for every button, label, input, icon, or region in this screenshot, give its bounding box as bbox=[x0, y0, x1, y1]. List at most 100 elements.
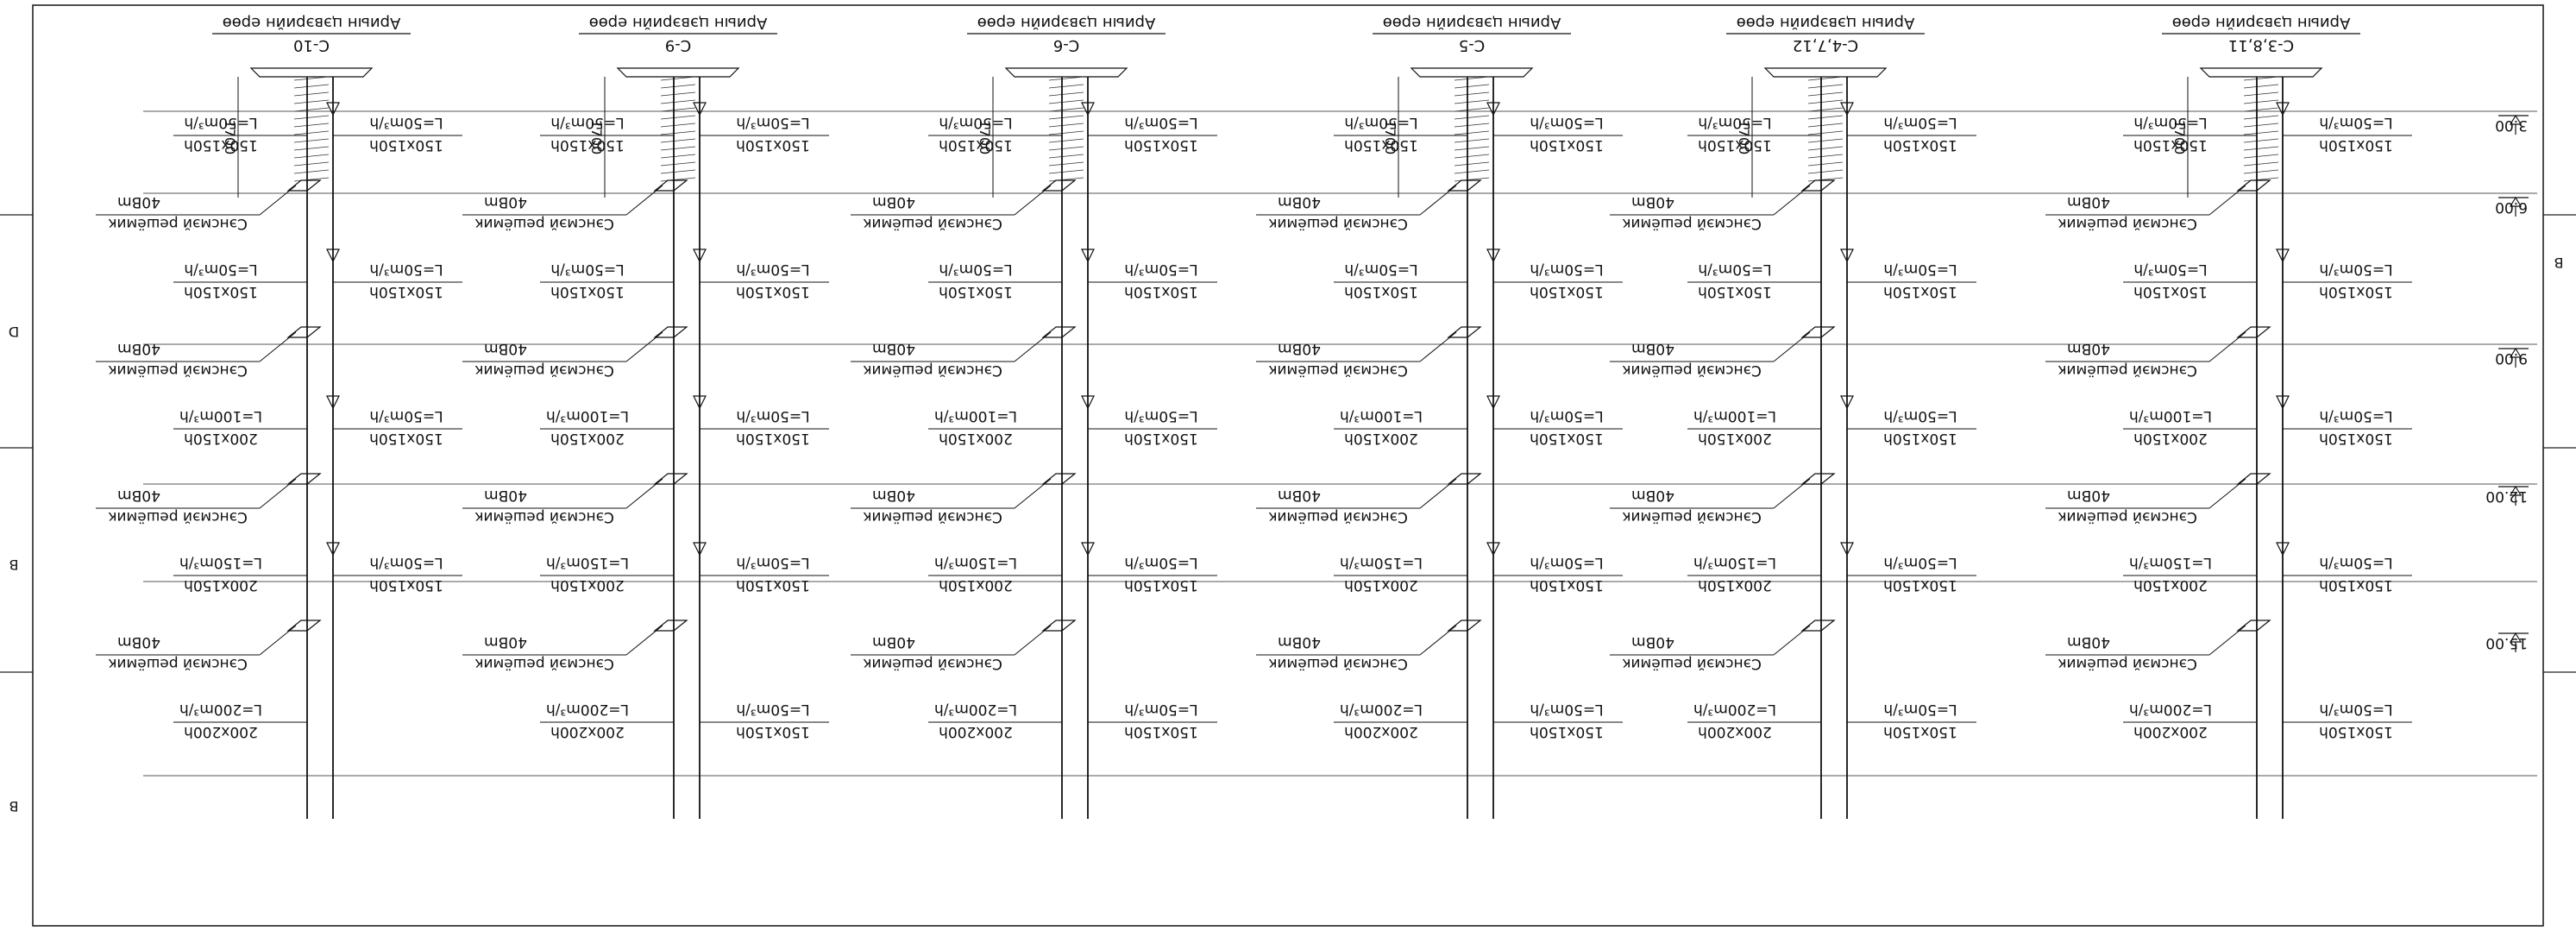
grille-icon bbox=[1041, 326, 1077, 338]
lateral-size: 150x150h bbox=[736, 283, 810, 300]
lateral-flow: L=50m³/h bbox=[1883, 407, 1957, 425]
grille-label: Сэнсмэй решёмик bbox=[1622, 215, 1762, 232]
hatch bbox=[1454, 138, 1490, 143]
valve-icon bbox=[1081, 102, 1095, 116]
valve-icon bbox=[693, 248, 707, 263]
grille-label: Сэнсмэй решёмик bbox=[108, 215, 248, 232]
hatch bbox=[1454, 123, 1490, 128]
level-mark: 3.00 bbox=[2495, 114, 2529, 135]
valve-icon bbox=[1840, 102, 1854, 116]
riser-base bbox=[616, 67, 740, 78]
valve-icon bbox=[1486, 395, 1500, 410]
main-duct-size: 150x150h bbox=[550, 136, 625, 154]
floor-group: 200x150hL=100m³/h150x150hL=50m³/hСэнсмэй… bbox=[96, 395, 462, 525]
hatch bbox=[1048, 169, 1084, 174]
main-duct-flow: L=100m³/h bbox=[934, 407, 1017, 425]
hatch bbox=[660, 138, 696, 143]
grille-size: 40Bm bbox=[1631, 193, 1674, 211]
grille-leader bbox=[259, 185, 297, 216]
hatch bbox=[1454, 161, 1490, 167]
lateral-flow: L=50m³/h bbox=[736, 701, 809, 718]
hatch bbox=[293, 76, 330, 81]
hatch bbox=[1807, 76, 1844, 81]
lateral-size: 150x150h bbox=[1883, 576, 1957, 594]
hatch bbox=[2243, 154, 2279, 159]
hatch bbox=[1807, 130, 1844, 135]
lateral-size: 150x150h bbox=[1883, 136, 1957, 154]
hatch bbox=[1454, 130, 1490, 135]
grille-label: Сэнсмэй решёмик bbox=[108, 508, 248, 525]
grille-leader bbox=[625, 185, 663, 216]
hatch bbox=[1807, 99, 1844, 104]
main-duct-flow: L=50m³/h bbox=[1698, 114, 1771, 131]
hatch bbox=[293, 161, 330, 167]
hatch bbox=[1048, 138, 1084, 143]
hatch bbox=[293, 138, 330, 143]
grille-leader bbox=[1014, 478, 1052, 509]
hatch bbox=[1048, 107, 1084, 112]
main-duct-size: 150x150h bbox=[1698, 283, 1772, 300]
main-duct-flow: L=100m³/h bbox=[1340, 407, 1423, 425]
grille-label: Сэнсмэй решёмик bbox=[863, 215, 1002, 232]
lateral-size: 150x150h bbox=[369, 136, 443, 154]
lateral-flow: L=50m³/h bbox=[736, 114, 809, 131]
lateral-flow: L=50m³/h bbox=[1530, 554, 1603, 571]
main-duct-flow: L=50m³/h bbox=[184, 114, 257, 131]
riser-code: С-5 bbox=[1459, 36, 1486, 54]
lateral-size: 150x150h bbox=[1883, 723, 1957, 740]
lateral-size: 150x150h bbox=[1530, 283, 1604, 300]
grille-icon bbox=[653, 326, 688, 338]
grille-size: 40Bm bbox=[1278, 193, 1321, 211]
grille-label: Сэнсмэй решёмик bbox=[474, 362, 614, 379]
hatch bbox=[2243, 123, 2279, 128]
grille-leader bbox=[1773, 625, 1811, 656]
main-duct-size: 150x150h bbox=[2133, 283, 2208, 300]
frame-border bbox=[32, 4, 2544, 927]
lateral-flow: L=50m³/h bbox=[736, 261, 809, 278]
hatch bbox=[660, 84, 696, 89]
border-mark: D bbox=[9, 324, 19, 340]
grille-label: Сэнсмэй решёмик bbox=[1268, 508, 1408, 525]
main-duct-size: 200x150h bbox=[2133, 430, 2208, 447]
grille-icon bbox=[653, 179, 688, 192]
grille-size: 40Bm bbox=[2067, 487, 2110, 504]
valve-icon bbox=[2276, 102, 2290, 116]
hatch bbox=[1454, 115, 1490, 120]
valve-icon bbox=[1081, 395, 1095, 410]
main-duct-flow: L=100m³/h bbox=[1693, 407, 1776, 425]
floor-group: 150x150hL=50m³/h150x150hL=50m³/hСэнсмэй … bbox=[462, 248, 829, 379]
lateral-flow: L=50m³/h bbox=[1530, 701, 1603, 718]
hatch bbox=[293, 130, 330, 135]
valve-icon bbox=[693, 395, 707, 410]
riser-base bbox=[2199, 67, 2323, 78]
grille-size: 40Bm bbox=[117, 340, 160, 357]
floor-group: 200x150hL=150m³/h150x150hL=50m³/hСэнсмэй… bbox=[1256, 542, 1623, 672]
main-duct-size: 200x200h bbox=[2133, 723, 2208, 740]
hatch bbox=[660, 91, 696, 97]
hatch bbox=[1454, 146, 1490, 151]
hatch bbox=[660, 115, 696, 120]
lateral-size: 150x150h bbox=[369, 430, 443, 447]
hatch bbox=[1454, 99, 1490, 104]
hatch bbox=[1048, 146, 1084, 151]
hatch bbox=[660, 76, 696, 81]
lateral-size: 150x150h bbox=[1530, 576, 1604, 594]
hatch bbox=[1807, 154, 1844, 159]
hatch bbox=[660, 154, 696, 159]
main-duct-size: 200x150h bbox=[939, 430, 1013, 447]
hatch bbox=[1454, 169, 1490, 174]
main-duct-flow: L=200m³/h bbox=[2129, 701, 2212, 718]
grille-label: Сэнсмэй решёмик bbox=[863, 508, 1002, 525]
grille-icon bbox=[1447, 473, 1482, 485]
depth-label: 1700 bbox=[1382, 120, 1398, 155]
grille-icon bbox=[1041, 620, 1077, 632]
valve-icon bbox=[326, 395, 340, 410]
riser-base bbox=[1763, 67, 1888, 78]
floor-group: 150x150hL=50m³/h150x150hL=50m³/hСэнсмэй … bbox=[1610, 248, 1976, 379]
riser-9: Ариын цэвэрийн ерөөС-91700150x150hL=50m³… bbox=[462, 14, 829, 819]
hatch bbox=[293, 123, 330, 128]
